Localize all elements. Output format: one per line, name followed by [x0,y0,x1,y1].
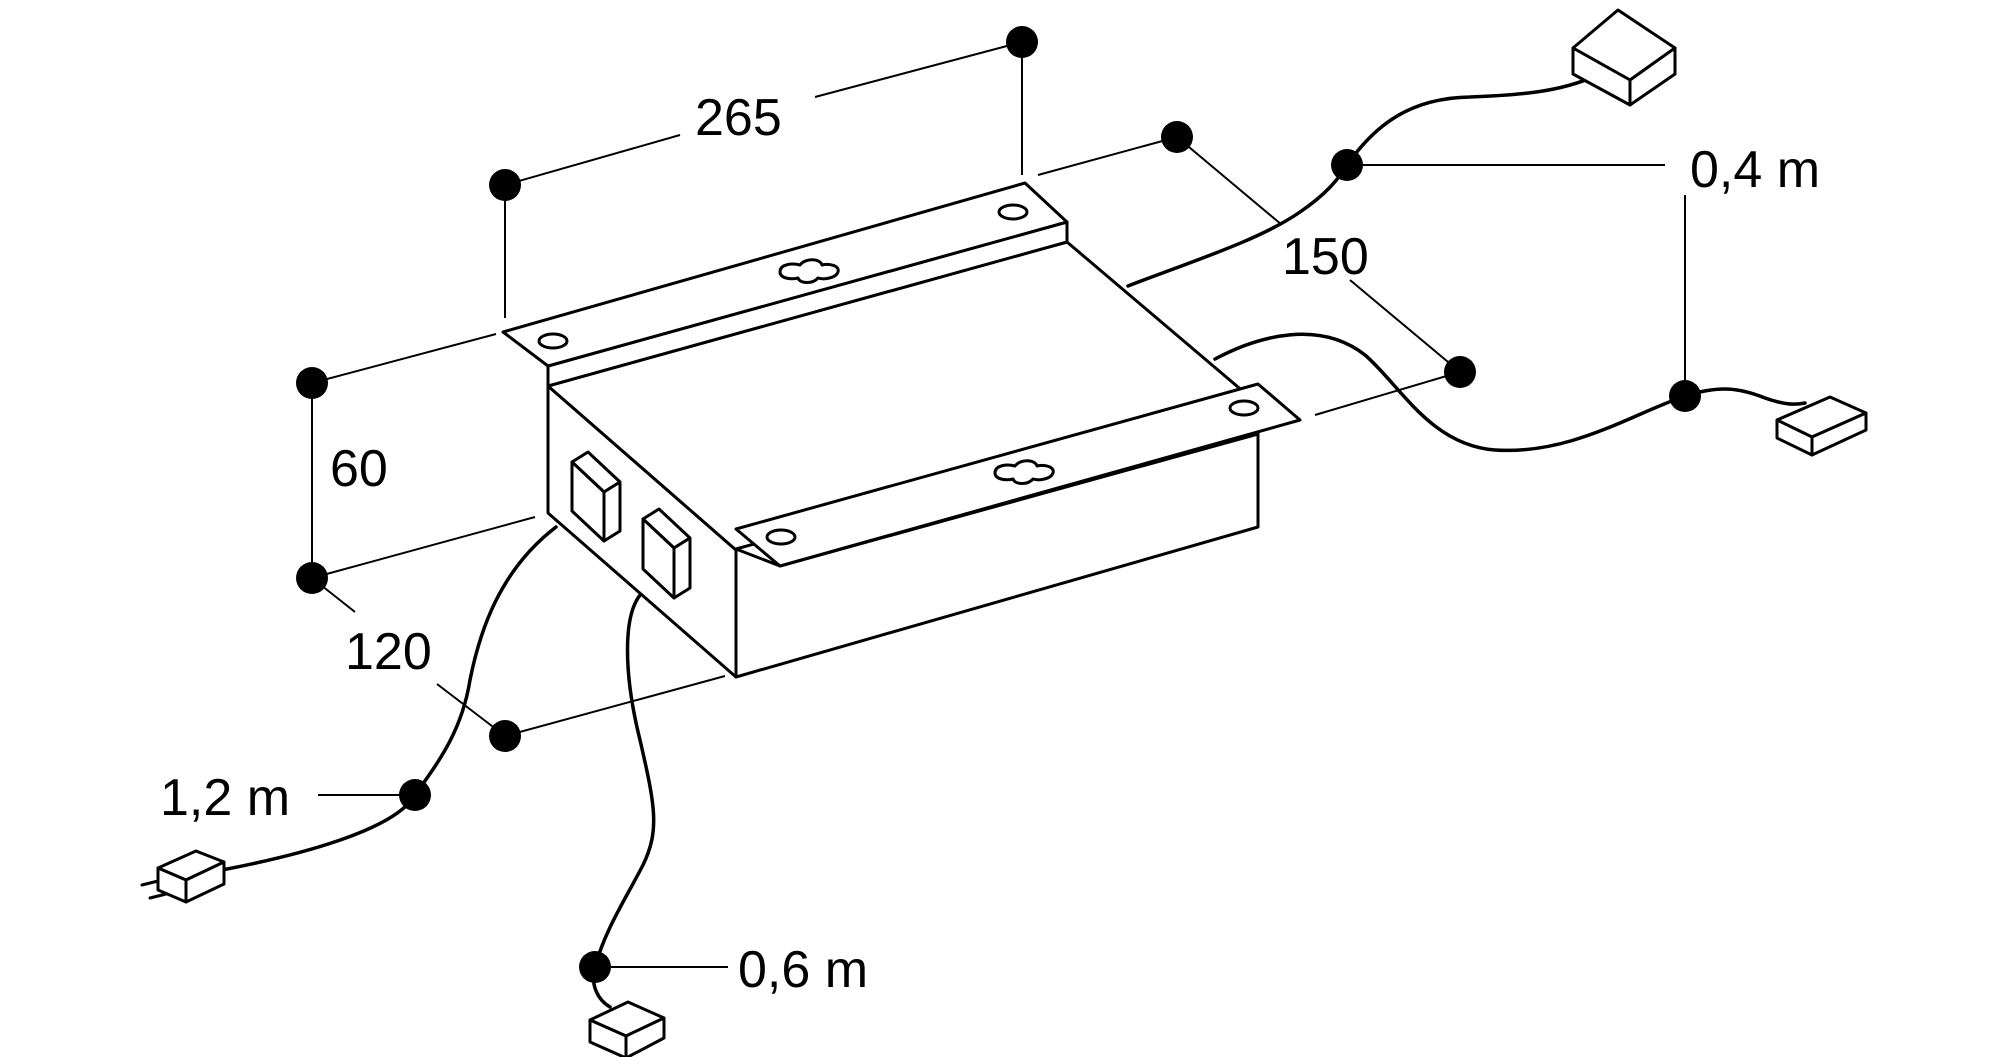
connector-right [1775,395,1868,457]
connectors [140,8,1868,1057]
cable-length-power-label: 1,2 m [160,769,290,827]
dim-60-top [311,333,497,384]
cable-dot [1331,149,1363,181]
left-lower-cable [591,588,656,1009]
socket-left [570,450,622,543]
mounting-hole [537,332,569,350]
power-cable [220,525,558,872]
power-plug [140,849,226,904]
dim-dot [489,720,521,752]
dim-dot [296,562,328,594]
labels: 265 150 60 120 0,4 m 1,2 m 0,6 m [160,89,1820,999]
cable-dot [399,779,431,811]
mounting-bracket-back [501,181,1069,388]
dim-150-bottom [1314,371,1461,416]
junction-box [501,181,1302,679]
cable-dot [1669,380,1701,412]
dim-150-top [1037,136,1178,176]
dimension-height-label: 60 [330,440,388,498]
dim-265-leader-right [814,41,1023,98]
keyhole-slot [993,459,1055,485]
mounting-hole [765,528,797,546]
mounting-hole [1228,399,1260,417]
keyhole-slot [778,258,840,284]
dimension-dots [296,26,1701,983]
dim-150-diag-lower [1349,279,1461,373]
connector-top-right [1571,8,1677,107]
dim-265-leader-left [504,134,681,186]
dimension-length-label: 265 [695,89,782,147]
cable-dot [579,951,611,983]
connector-bottom [588,1000,666,1057]
dim-dot [296,367,328,399]
dim-dot [1444,356,1476,388]
dim-60-bottom [311,516,536,579]
dimension-depth-label: 150 [1282,228,1369,286]
lower-right-cable [1213,332,1807,453]
cable-length-left-label: 0,6 m [738,941,868,999]
mounting-bracket-front [734,382,1302,568]
dimension-width-label: 120 [345,623,432,681]
socket-right [641,507,692,600]
dim-dot [1006,26,1038,58]
dim-dot [489,169,521,201]
dim-150-diag-upper [1176,136,1283,226]
dim-120-bottom [504,675,726,737]
dim-dot [1161,121,1193,153]
mounting-hole [997,203,1029,221]
cable-length-right-label: 0,4 m [1690,141,1820,199]
